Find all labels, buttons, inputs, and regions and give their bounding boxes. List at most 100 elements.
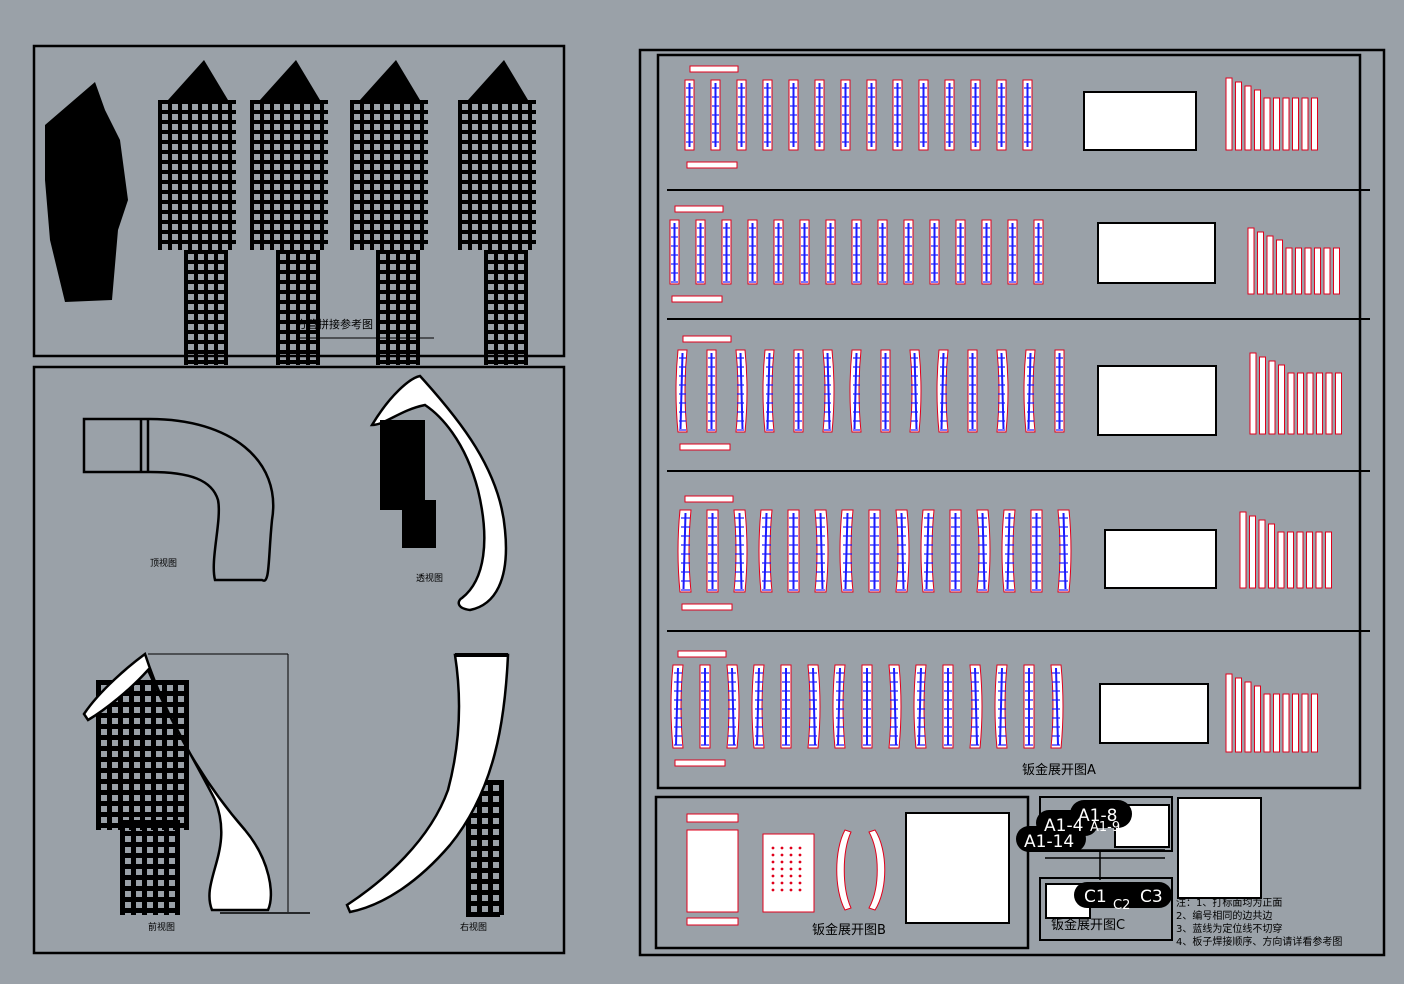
unfolded-strip	[1023, 664, 1035, 749]
fan-strip	[1301, 97, 1309, 151]
sheet-panel	[1104, 529, 1217, 589]
unfolded-strip	[793, 349, 804, 433]
unfolded-strip	[733, 509, 748, 593]
front-view-drawing	[82, 651, 310, 915]
fan-strip	[1314, 247, 1321, 295]
unfolded-strip	[814, 509, 829, 593]
perspective-view-drawing	[369, 374, 508, 612]
unfolded-strip	[936, 349, 949, 433]
unfolded-strip	[981, 219, 992, 285]
sheet-b-parts	[686, 812, 1010, 926]
unfolded-strip	[677, 509, 692, 593]
unfolded-strip	[762, 349, 775, 433]
fan-strip	[1287, 531, 1294, 589]
unfolded-strip	[866, 79, 877, 151]
fan-strip	[1276, 239, 1283, 295]
sheet-b-title: 钣金展开图B	[812, 922, 886, 938]
perspective-view-label: 透视图	[416, 572, 443, 584]
fan-strip	[1277, 531, 1285, 589]
sheet-b-frame	[654, 795, 1030, 950]
sheet-outer-frame	[638, 48, 1386, 957]
sheet-panel	[1099, 683, 1209, 744]
fan-strip	[1266, 235, 1274, 295]
fan-strip	[1239, 511, 1247, 589]
unfolded-strip	[706, 509, 719, 593]
front-view-label: 前视图	[148, 921, 175, 933]
unfolded-strip	[1057, 509, 1072, 593]
unfolded-strip	[736, 79, 747, 151]
cap-strip	[686, 161, 738, 169]
unfolded-strip	[726, 664, 740, 749]
unfolded-strip	[1050, 664, 1064, 749]
fan-strip	[1306, 372, 1314, 435]
unfolded-strip	[913, 664, 927, 749]
fan-strip	[1249, 352, 1257, 435]
unfolded-strip	[851, 219, 862, 285]
sheet-panel	[1097, 222, 1216, 284]
views-frame	[32, 365, 566, 955]
tube-grid-figures	[45, 60, 536, 365]
fan-strip	[1311, 693, 1318, 753]
unfolded-strip	[967, 349, 978, 433]
unfolded-strip	[929, 219, 940, 285]
fan-strip	[1263, 693, 1271, 753]
unfolded-strip	[787, 509, 800, 593]
unfolded-strip	[735, 349, 748, 433]
cap-strip	[684, 495, 734, 503]
tag-a1-14: A1-14	[1024, 832, 1074, 852]
fan-strip	[1254, 685, 1261, 753]
cap-strip	[682, 335, 732, 343]
tube-solid-figure	[45, 82, 128, 302]
unfolded-strip	[706, 349, 717, 433]
fan-strip	[1311, 97, 1318, 151]
unfolded-strip	[758, 509, 773, 593]
tube-lattice-figure	[458, 60, 536, 365]
sheet-a-frame	[656, 53, 1362, 790]
sheet-panel	[1097, 365, 1217, 436]
fan-strip	[1323, 247, 1331, 295]
unfolded-strip	[1030, 509, 1043, 593]
unfolded-strip	[669, 219, 680, 285]
unfolded-strip	[877, 219, 888, 285]
tag-a1-4: A1-4	[1044, 816, 1083, 836]
unfolded-strip	[909, 349, 922, 433]
fan-strip	[1335, 372, 1342, 435]
right-view-drawing	[345, 653, 510, 917]
unfolded-strip	[1054, 349, 1065, 433]
notes: 注：1、打标面均为正面 2、编号相同的边共边 3、蓝线为定位线不切穿 4、板子焊…	[1176, 896, 1342, 948]
fan-strip	[1306, 531, 1313, 589]
top-view-drawing	[82, 417, 275, 582]
fan-strip	[1249, 515, 1256, 589]
fan-strip	[1268, 360, 1276, 435]
sheet-a-title: 钣金展开图A	[1022, 762, 1096, 778]
note-3: 3、蓝线为定位线不切穿	[1176, 922, 1282, 935]
unfolded-strip	[751, 664, 765, 749]
fan-strip	[1247, 227, 1255, 295]
unfolded-strip	[849, 349, 862, 433]
fan-strip	[1304, 247, 1312, 295]
sheet-c-title: 钣金展开图C	[1051, 917, 1125, 933]
tube-lattice-figure	[250, 60, 328, 365]
unfolded-strip	[1001, 509, 1016, 593]
tag-c1: C1	[1084, 887, 1107, 907]
fan-strip	[1325, 372, 1333, 435]
unfolded-strip	[799, 219, 810, 285]
fan-strip	[1225, 77, 1233, 151]
note-2: 2、编号相同的边共边	[1176, 909, 1272, 922]
unfolded-strip	[721, 219, 732, 285]
cap-strip	[679, 443, 731, 451]
cap-strip	[674, 205, 724, 213]
part-tags: A1-14 A1-4 A1-9 A1-8 C1 C2 C3	[1016, 800, 1172, 913]
unfolded-strip	[807, 664, 821, 749]
unfolded-strip	[747, 219, 758, 285]
fan-strip	[1273, 693, 1280, 753]
unfolded-strip	[814, 79, 825, 151]
fan-strip	[1244, 85, 1252, 151]
unfolded-strip	[996, 79, 1007, 151]
fan-strip	[1297, 372, 1304, 435]
unfolded-strip	[895, 509, 910, 593]
unfolded-strip	[1022, 79, 1033, 151]
unfolded-strip	[1033, 219, 1044, 285]
sheet-panel	[1083, 91, 1197, 151]
